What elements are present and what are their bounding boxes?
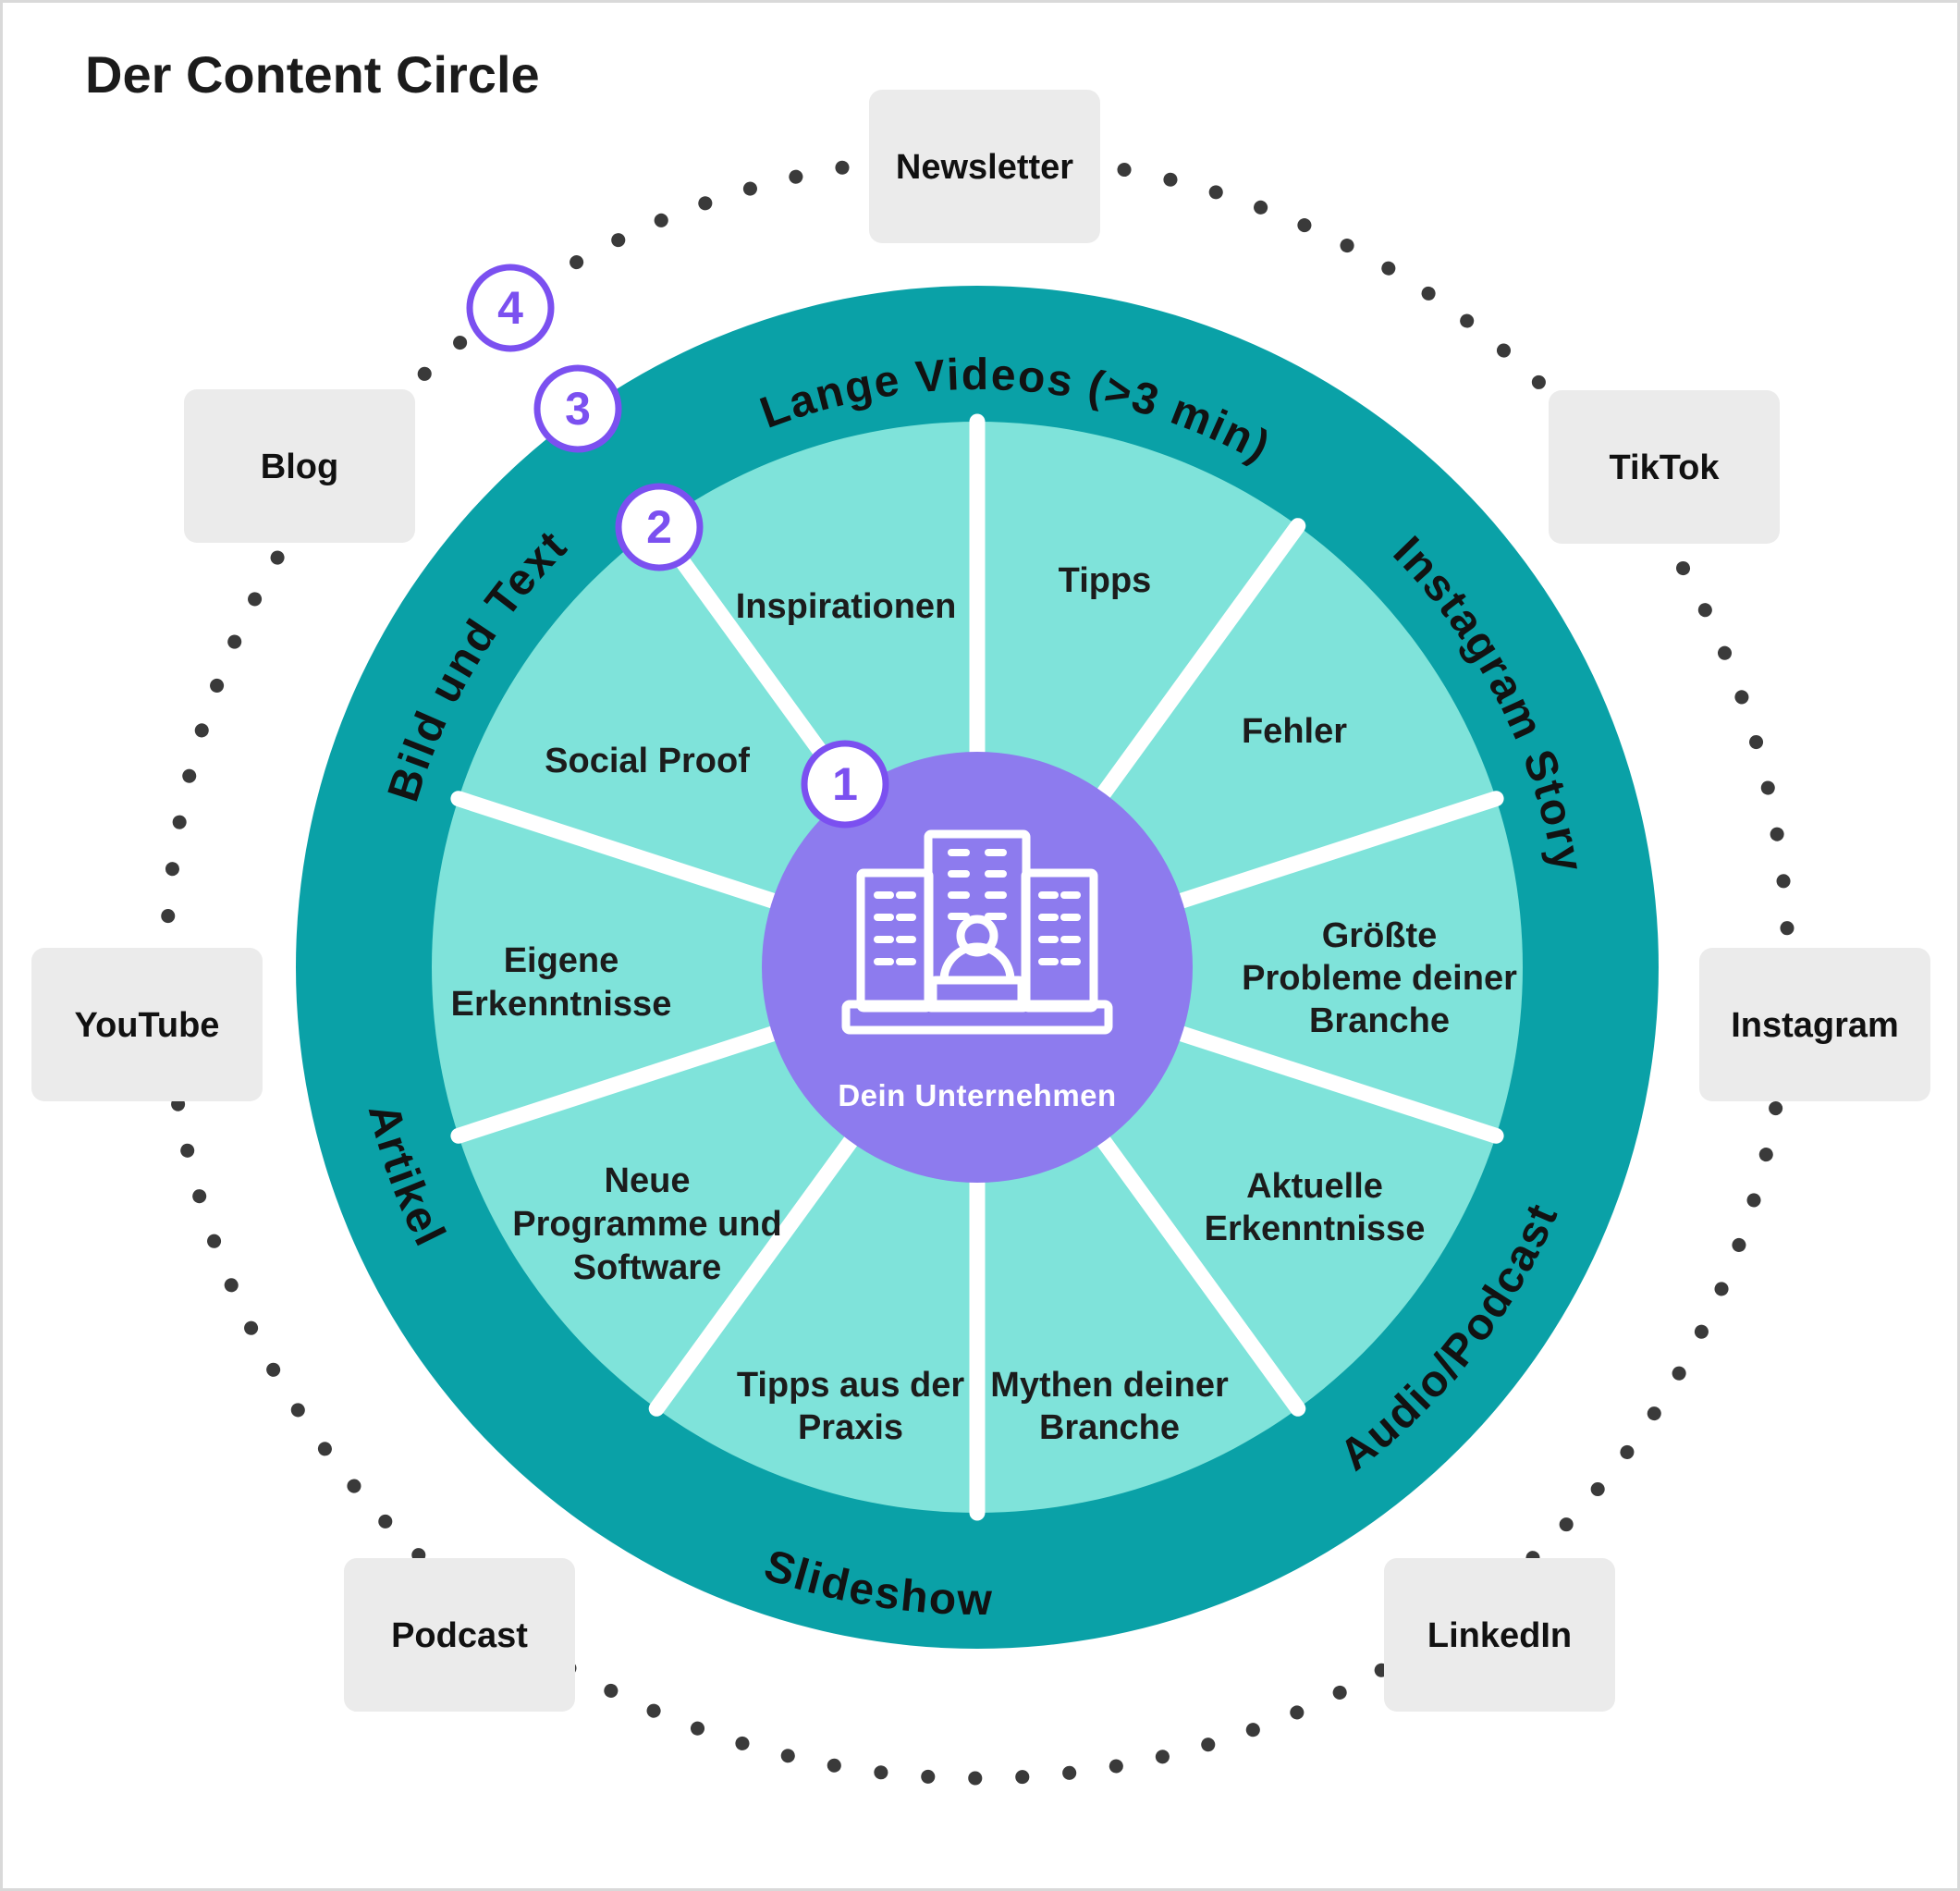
platform-label-youtube: YouTube [75,1006,220,1045]
step-badge-circle [466,264,555,352]
segment-label-tipps-praxis-1: Tipps aus der [737,1366,965,1405]
segment-label-aktuelle-1: Aktuelle [1246,1167,1383,1206]
segment-label-tipps: Tipps [1059,561,1152,600]
segment-label-eigene-1: Eigene [504,941,619,980]
platform-label-podcast: Podcast [391,1616,528,1655]
company-circle [762,752,1193,1183]
segment-dividers [450,413,1504,1521]
segment-label-groesste-1: Größte [1322,916,1438,955]
step-badge-1: 1 [801,740,889,829]
segment-divider [1085,518,1306,815]
platform-box-instagram: Instagram [1699,948,1930,1101]
segment-divider [648,1120,869,1417]
platform-label-linkedin: LinkedIn [1427,1616,1572,1655]
segment-label-fehler: Fehler [1242,712,1347,751]
platform-box-tiktok: TikTok [1549,390,1780,544]
platform-label-newsletter: Newsletter [896,148,1073,187]
platform-box [1384,1558,1615,1712]
platform-box [869,90,1100,243]
segment-labels: Tipps Fehler Größte Probleme deiner Bran… [451,561,1517,1447]
segment-label-neue-3: Software [573,1248,721,1287]
step-badges: 1 2 3 4 [466,264,889,829]
step-badge-number: 1 [832,758,858,810]
platform-box [1549,390,1780,544]
company-buildings-icon [841,829,1113,1035]
platform-label-blog: Blog [261,448,338,486]
segment-label-aktuelle-2: Erkenntnisse [1205,1210,1426,1248]
segment-label-groesste-3: Branche [1309,1001,1450,1040]
segment-divider [1085,1120,1306,1417]
step-badge-circle [801,740,889,829]
platform-box [184,389,415,543]
segment-divider [450,791,796,915]
segment-label-social-proof: Social Proof [545,742,750,780]
company-label: Dein Unternehmen [838,1078,1116,1112]
step-badge-number: 2 [646,501,672,553]
step-badge-2: 2 [615,483,704,571]
segment-label-neue-2: Programme und [512,1205,781,1244]
step-badge-number: 4 [497,282,523,334]
step-badge-number: 3 [565,383,591,435]
step-badge-circle [615,483,704,571]
platform-box-newsletter: Newsletter [869,90,1100,243]
platform-box [1699,948,1930,1101]
segment-divider [450,1020,796,1144]
segment-label-mythen-2: Branche [1039,1408,1180,1447]
segment-label-groesste-2: Probleme deiner [1242,959,1517,998]
platform-box [31,948,263,1101]
platform-label-tiktok: TikTok [1610,448,1721,487]
step-badge-3: 3 [533,364,622,453]
segment-label-mythen-1: Mythen deiner [990,1366,1229,1405]
segment-divider [1158,791,1504,915]
step-badge-4: 4 [466,264,555,352]
page-title: Der Content Circle [85,45,540,104]
platform-box-blog: Blog [184,389,415,543]
platform-box [344,1558,575,1712]
segment-label-inspirationen: Inspirationen [736,587,957,626]
platform-box-linkedin: LinkedIn [1384,1558,1615,1712]
step-badge-circle [533,364,622,453]
platform-label-instagram: Instagram [1731,1006,1899,1045]
segment-label-neue-1: Neue [605,1161,691,1200]
segment-label-eigene-2: Erkenntnisse [451,985,672,1024]
platform-box-youtube: YouTube [31,948,263,1101]
platform-box-podcast: Podcast [344,1558,575,1712]
segment-divider [1158,1020,1504,1144]
person-icon [956,915,998,957]
segment-label-tipps-praxis-2: Praxis [798,1408,903,1447]
